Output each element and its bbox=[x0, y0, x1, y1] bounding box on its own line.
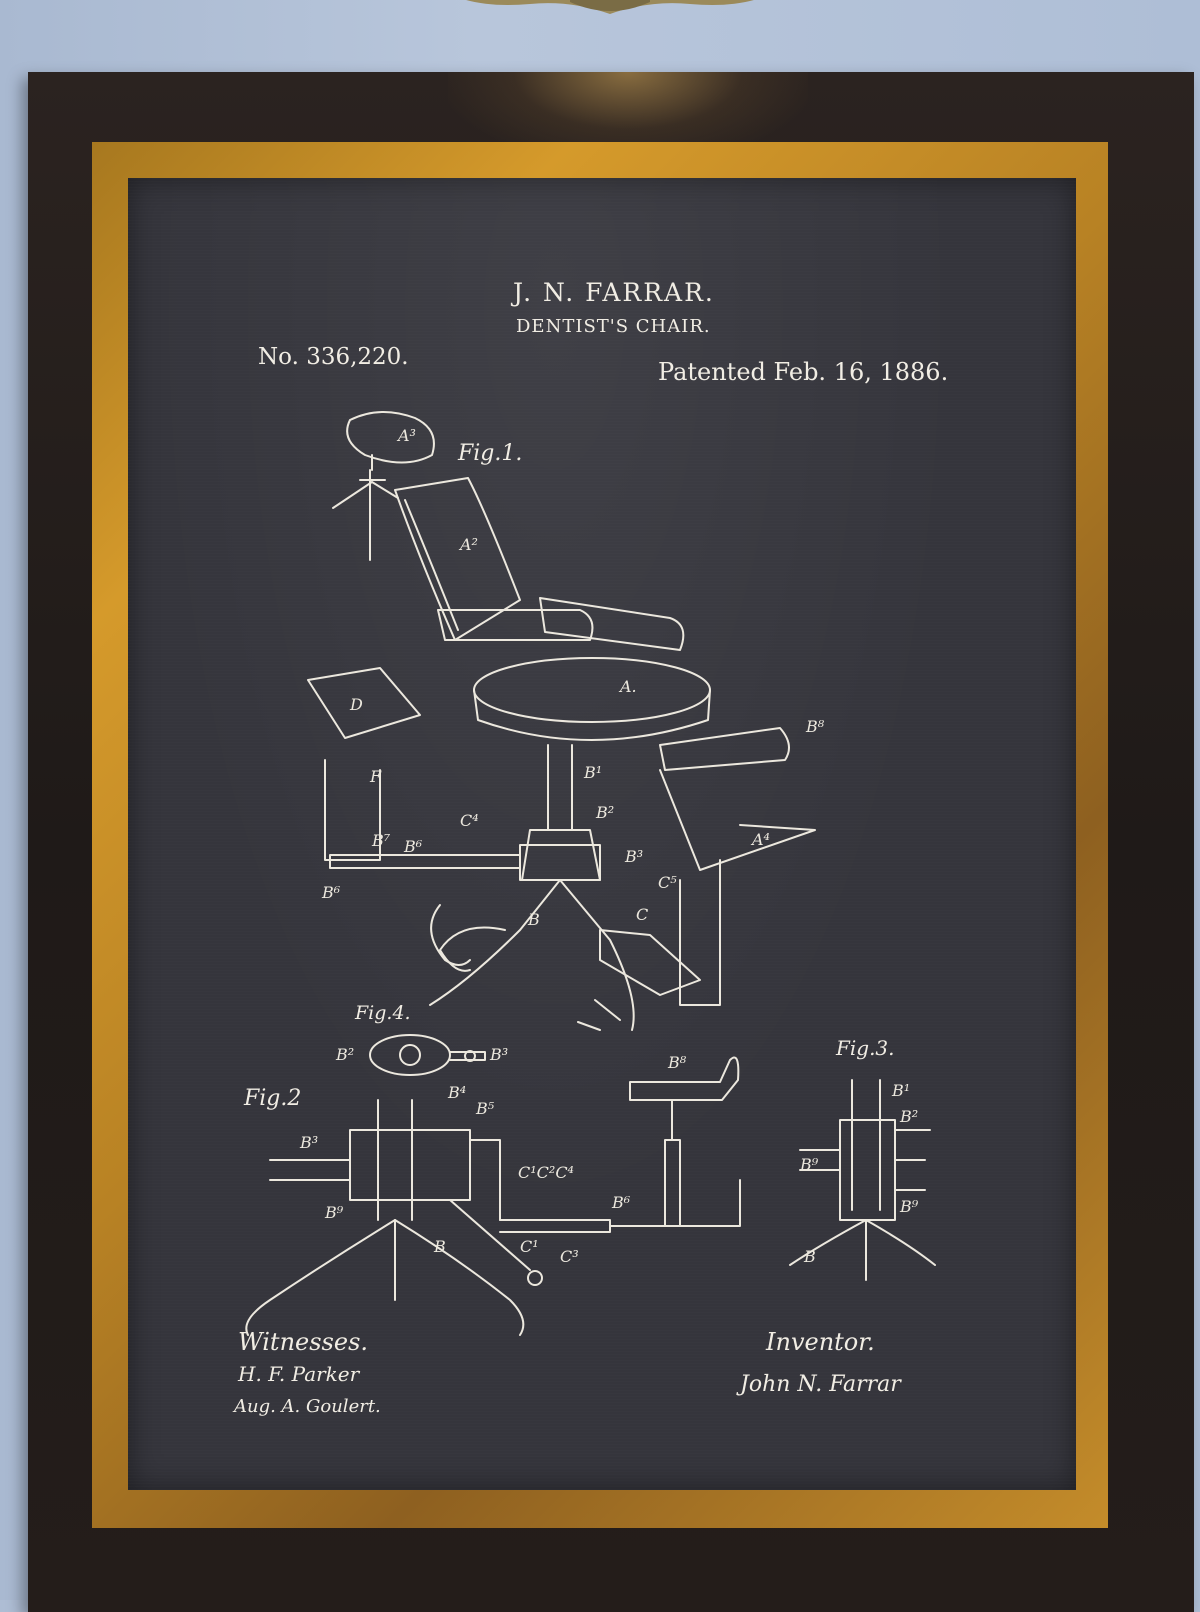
witness-1-signature: H. F. Parker bbox=[238, 1362, 360, 1386]
fig1-label: Fig.1. bbox=[458, 441, 523, 466]
witness-2-signature: Aug. A. Goulert. bbox=[234, 1396, 381, 1417]
inventor-label: Inventor. bbox=[766, 1328, 875, 1356]
picture-lamp bbox=[466, 0, 754, 14]
patent-number: No. 336,220. bbox=[258, 344, 409, 370]
inventor-heading: J. N. FARRAR. bbox=[513, 278, 715, 307]
fig2-label: Fig.2 bbox=[244, 1086, 302, 1111]
patent-date: Patented Feb. 16, 1886. bbox=[658, 358, 949, 386]
invention-title: DENTIST'S CHAIR. bbox=[516, 316, 711, 337]
witnesses-label: Witnesses. bbox=[238, 1328, 369, 1356]
fig4-label: Fig.4. bbox=[355, 1002, 411, 1024]
fig3-label: Fig.3. bbox=[836, 1036, 895, 1060]
inventor-signature: John N. Farrar bbox=[740, 1372, 901, 1397]
